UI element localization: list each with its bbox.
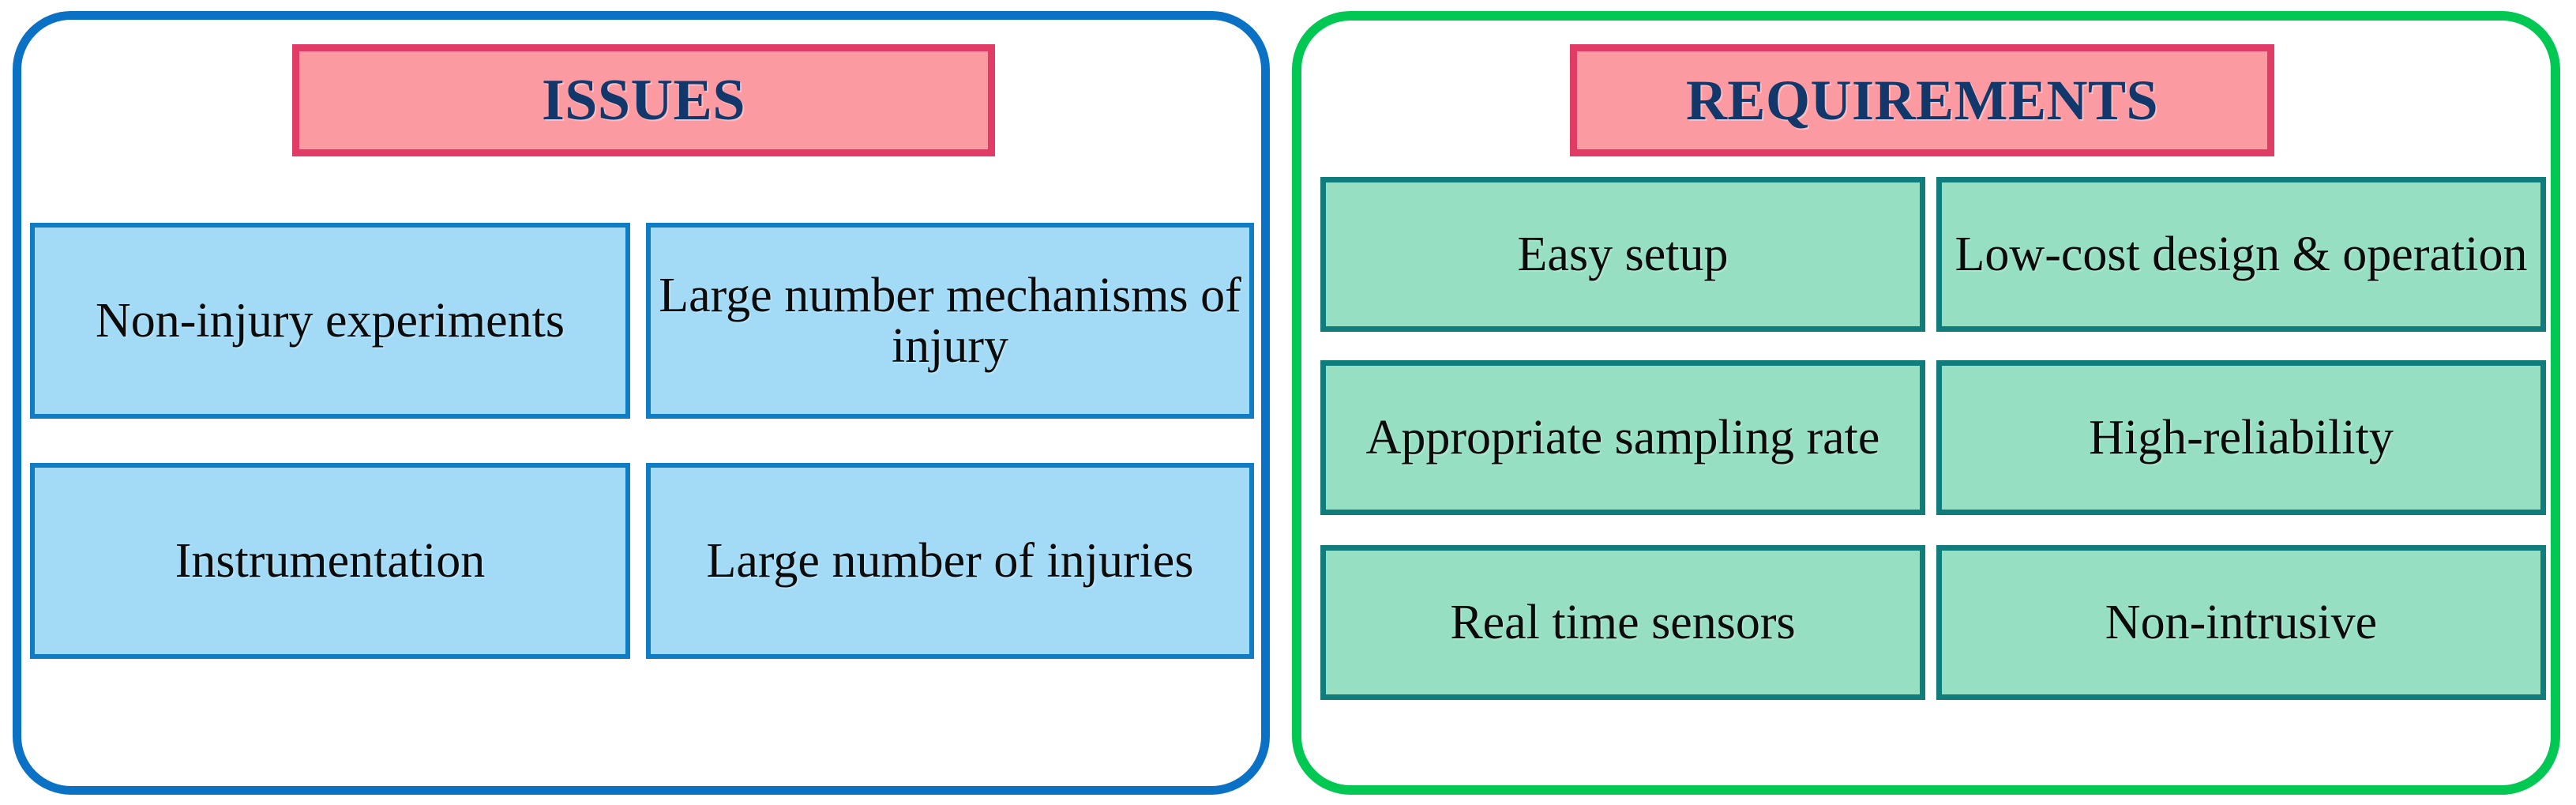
requirements-item-low-cost-design-operation: Low-cost design & operation [1936, 177, 2546, 332]
issues-item-label: Large number of injuries [706, 533, 1194, 588]
requirements-item-real-time-sensors: Real time sensors [1320, 545, 1925, 700]
issues-item-label: Non-injury experiments [95, 293, 565, 348]
requirements-item-label: High-reliability [2089, 410, 2394, 465]
requirements-item-non-intrusive: Non-intrusive [1936, 545, 2546, 700]
issues-title-text: ISSUES [541, 68, 746, 133]
issues-item-instrumentation: Instrumentation [30, 463, 630, 659]
requirements-title-chip: REQUIREMENTS [1570, 44, 2274, 156]
requirements-item-appropriate-sampling-rate: Appropriate sampling rate [1320, 360, 1925, 515]
requirements-item-label: Low-cost design & operation [1955, 227, 2528, 281]
requirements-title-text: REQUIREMENTS [1685, 69, 2159, 132]
requirements-item-label: Real time sensors [1450, 595, 1796, 649]
requirements-item-label: Non-intrusive [2105, 595, 2378, 649]
issues-item-non-injury-experiments: Non-injury experiments [30, 223, 630, 419]
issues-item-label: Instrumentation [175, 533, 486, 588]
issues-item-large-number-mechanisms-of-injury: Large number mechanisms of injury [646, 223, 1254, 419]
requirements-item-label: Appropriate sampling rate [1365, 410, 1880, 465]
requirements-item-label: Easy setup [1517, 227, 1729, 281]
requirements-item-easy-setup: Easy setup [1320, 177, 1925, 332]
requirements-item-high-reliability: High-reliability [1936, 360, 2546, 515]
issues-title-chip: ISSUES [292, 44, 995, 156]
issues-item-label: Large number mechanisms of injury [659, 268, 1241, 373]
issues-item-large-number-of-injuries: Large number of injuries [646, 463, 1254, 659]
